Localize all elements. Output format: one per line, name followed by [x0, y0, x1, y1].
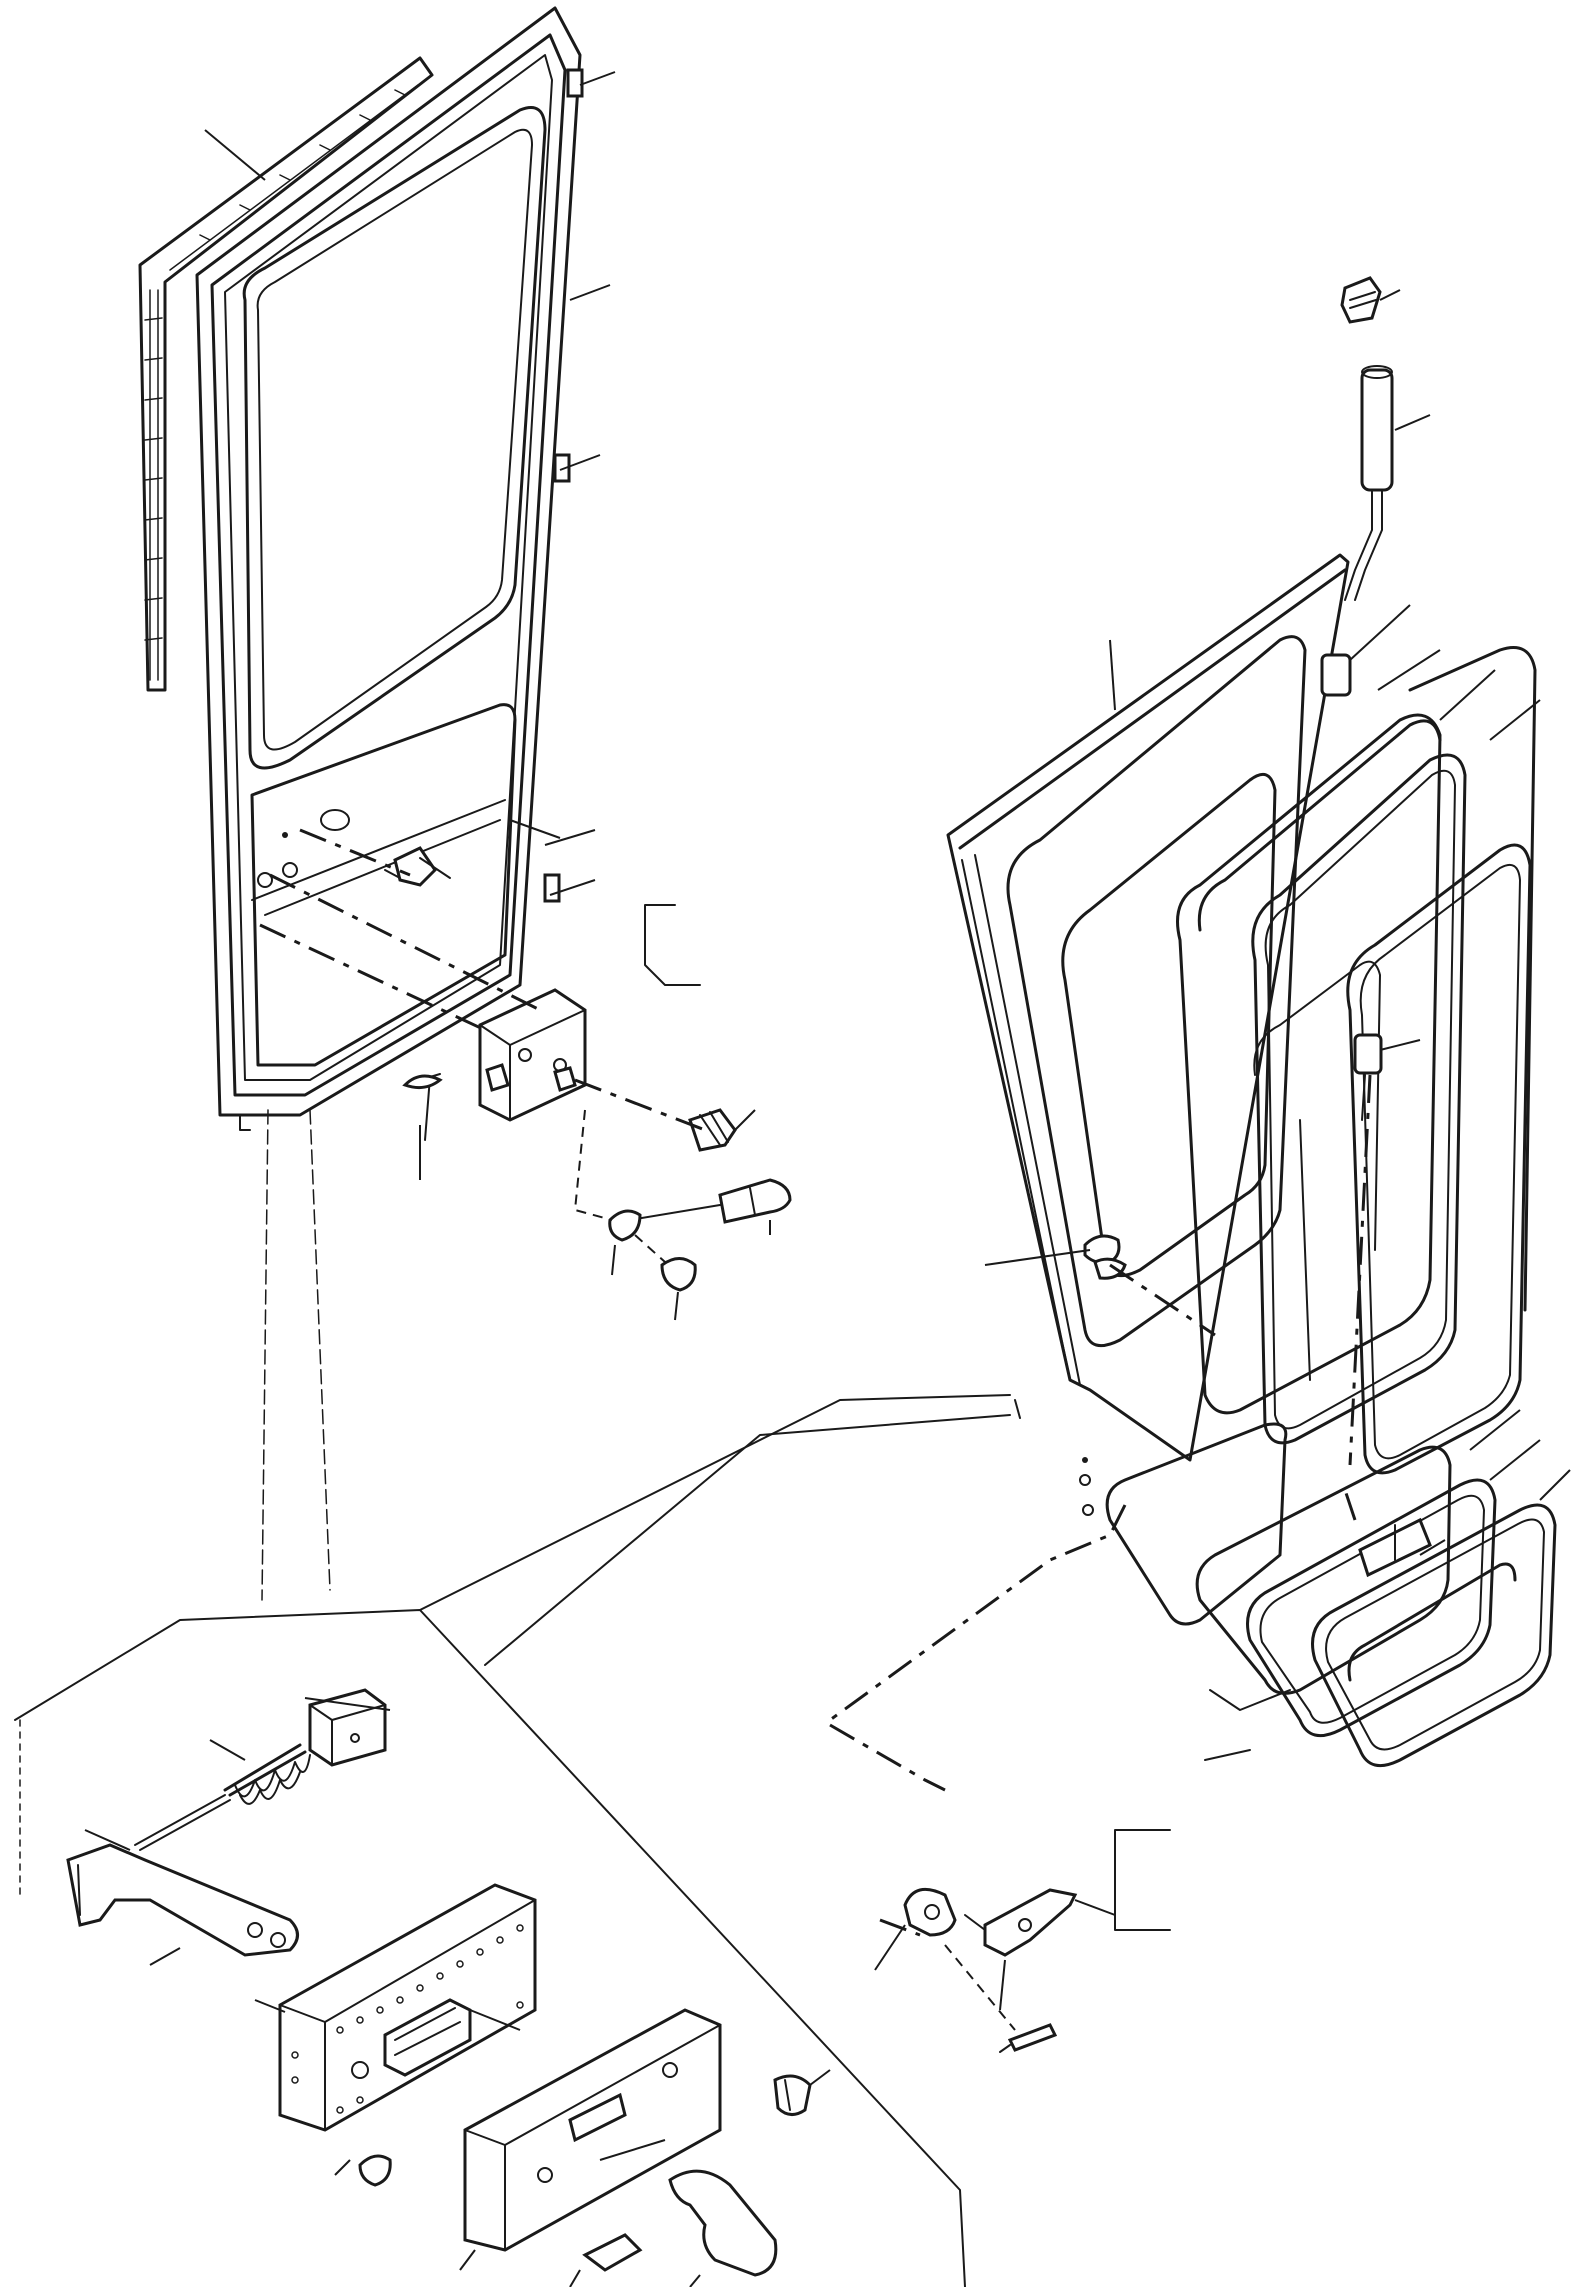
- assembly-bracket: [1114, 1829, 1171, 1931]
- handle-assembly: [903, 1887, 1078, 2053]
- alignment-line: [829, 1504, 1127, 1722]
- alignment-line: [574, 1078, 706, 1132]
- alignment-line: [879, 1918, 921, 1937]
- alignment-line: [259, 923, 486, 1032]
- leader-lines-left: [204, 71, 771, 1321]
- weatherstrip: [138, 56, 434, 692]
- alignment-line: [829, 1723, 946, 1792]
- clip-fastener: [384, 846, 451, 887]
- detail-pin: [134, 1794, 231, 1851]
- left-door-assembly: [138, 6, 792, 1321]
- leader-lines-right: [874, 604, 1571, 2011]
- alignment-line: [573, 1109, 613, 1221]
- detail-handle: [668, 2169, 778, 2277]
- detail-block: [308, 1688, 387, 1767]
- retaining-clip: [1083, 1234, 1127, 1280]
- seal-loops: [1176, 646, 1557, 1768]
- leader-lines-detail: [84, 1697, 831, 2287]
- latch-assembly: [402, 904, 792, 1292]
- gas-strut: [1340, 276, 1431, 601]
- door-frame: [195, 6, 584, 1131]
- detail-nut: [358, 2154, 392, 2187]
- right-door-assembly: [829, 276, 1571, 2053]
- alignment-line: [1109, 1263, 1216, 1337]
- detail-spring: [223, 1743, 311, 1805]
- alignment-line: [269, 873, 541, 1012]
- alignment-line: [1343, 1489, 1357, 1521]
- alignment-line: [634, 1234, 666, 1263]
- detail-knob: [773, 2074, 812, 2116]
- door-panel: [946, 553, 1350, 1626]
- detail-housing: [278, 1883, 537, 2132]
- detail-small-plate: [582, 2233, 643, 2272]
- detail-cover-plate: [463, 2008, 722, 2252]
- detail-lever: [66, 1843, 299, 1957]
- latch-detail: [14, 1109, 1021, 2287]
- alignment-line: [299, 828, 411, 877]
- alignment-line: [1348, 1074, 1372, 1466]
- alignment-line: [944, 1944, 1016, 2031]
